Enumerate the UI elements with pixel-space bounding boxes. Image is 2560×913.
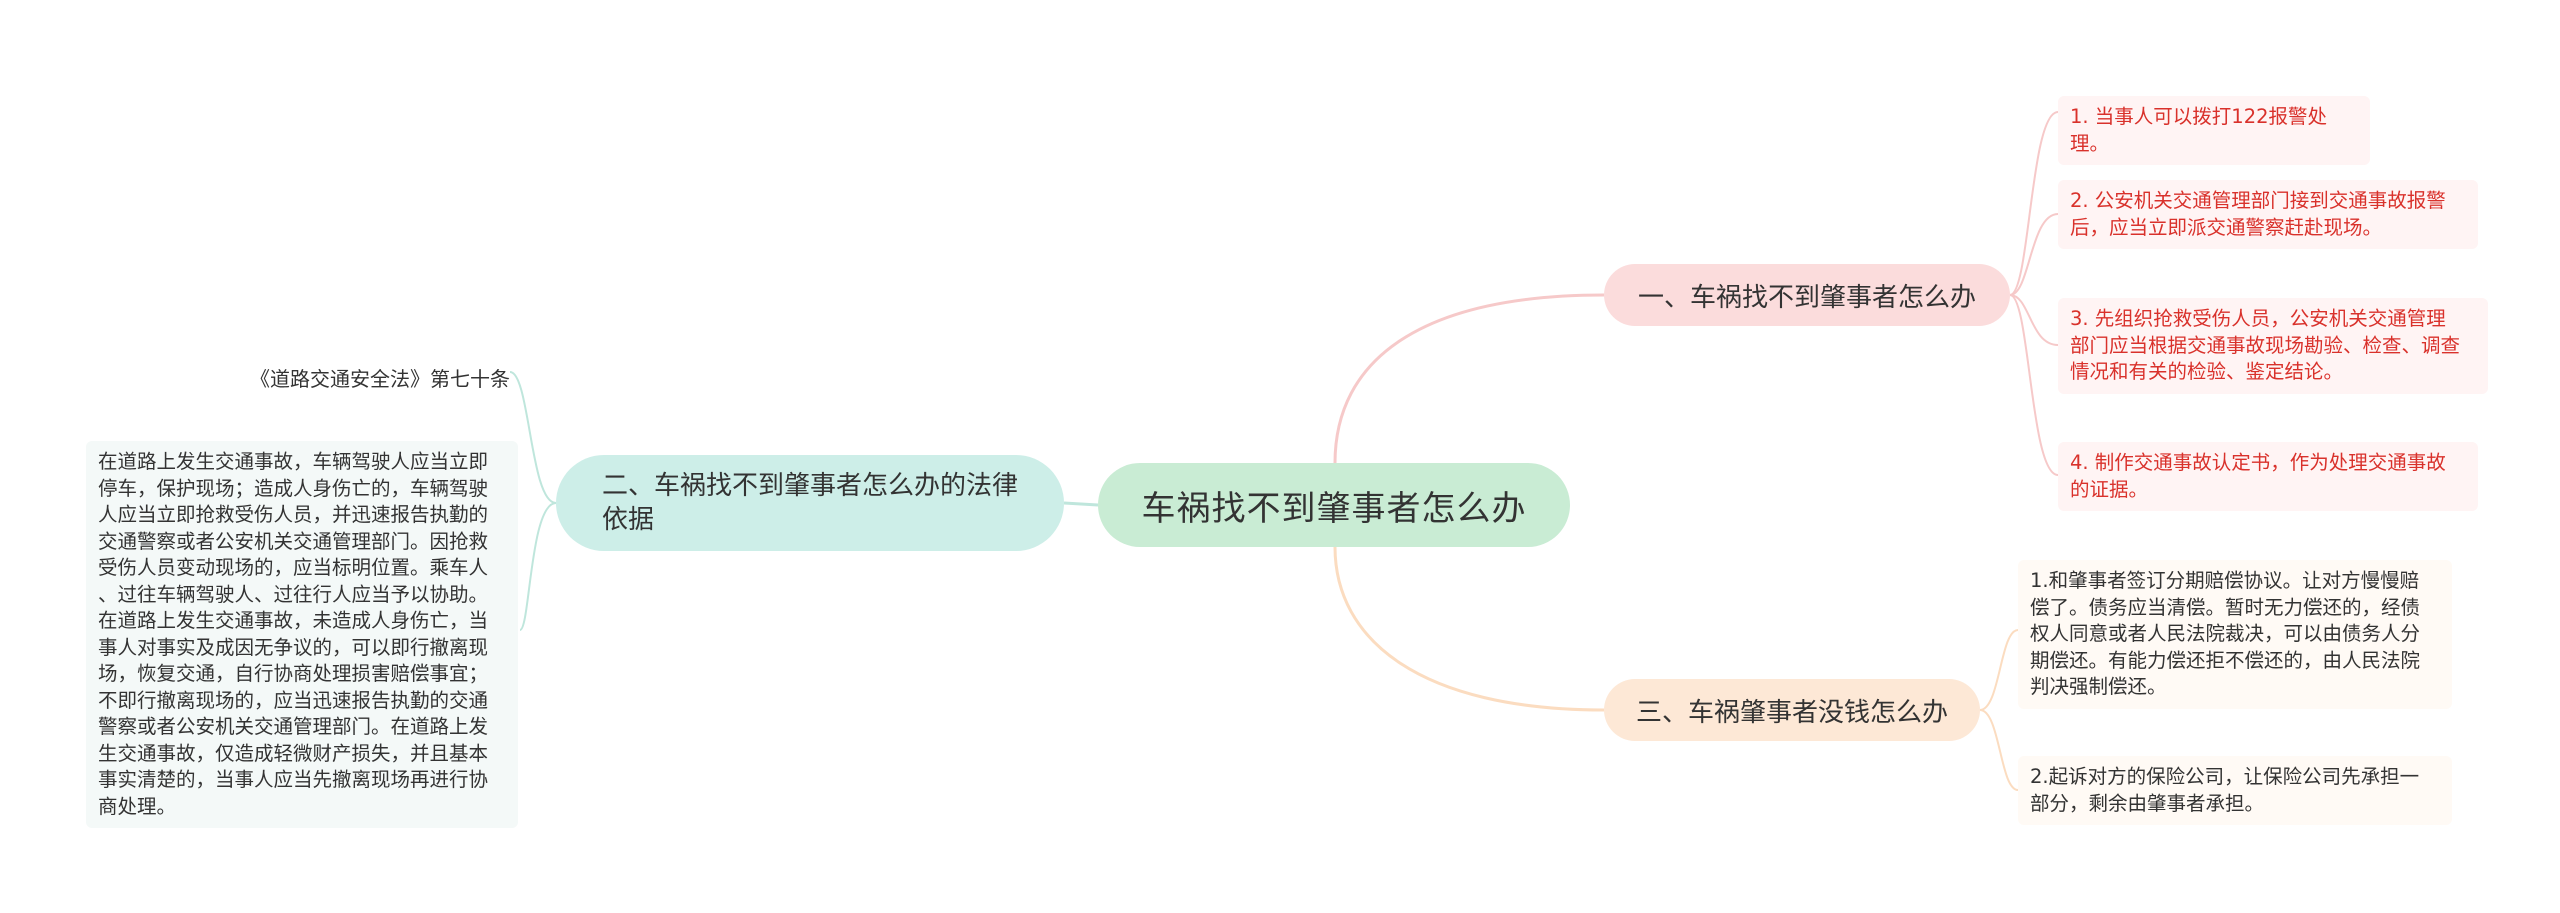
branch-1-leaf-3[interactable]: 3. 先组织抢救受伤人员，公安机关交通管理 部门应当根据交通事故现场勘验、检查、… [2058,298,2488,394]
branch-2-leaf-1[interactable]: 《道路交通安全法》第七十条 [250,367,510,391]
link-b3-leaf2 [1979,709,2019,791]
root-topic-label: 车祸找不到肇事者怎么办 [1141,488,1527,529]
link-b2-leaf2 [519,502,557,631]
branch-1-leaf-2[interactable]: 2. 公安机关交通管理部门接到交通事故报警 后，应当立即派交通警察赶赴现场。 [2058,180,2478,249]
branch-3-topic[interactable]: 三、车祸肇事者没钱怎么办 [1604,679,1980,741]
link-b1-leaf3 [2009,294,2059,346]
link-root-branch3 [1333,546,1605,712]
branch-3-leaf-2[interactable]: 2.起诉对方的保险公司，让保险公司先承担一 部分，剩余由肇事者承担。 [2018,756,2452,825]
branch-1-label: 一、车祸找不到肇事者怎么办 [1637,282,1976,313]
link-b1-leaf1 [2009,111,2059,296]
branch-1-leaf-4[interactable]: 4. 制作交通事故认定书，作为处理交通事故 的证据。 [2058,442,2478,511]
link-b3-leaf1 [1979,629,2019,711]
branch-1-leaf-1[interactable]: 1. 当事人可以拨打122报警处理。 [2058,96,2370,165]
branch-1-topic[interactable]: 一、车祸找不到肇事者怎么办 [1604,264,2010,326]
branch-2-leaf-2[interactable]: 在道路上发生交通事故，车辆驾驶人应当立即 停车，保护现场；造成人身伤亡的，车辆驾… [86,441,518,828]
branch-3-leaf-1[interactable]: 1.和肇事者签订分期赔偿协议。让对方慢慢赔 偿了。债务应当清偿。暂时无力偿还的，… [2018,560,2452,709]
link-root-branch1 [1333,293,1605,464]
branch-2-label: 二、车祸找不到肇事者怎么办的法律依据 [602,471,1019,535]
branch-3-label: 三、车祸肇事者没钱怎么办 [1635,697,1948,728]
link-b1-leaf4 [2009,294,2059,476]
root-topic[interactable]: 车祸找不到肇事者怎么办 [1098,463,1570,547]
link-b1-leaf2 [2009,213,2059,296]
branch-2-topic[interactable]: 二、车祸找不到肇事者怎么办的法律依据 [556,455,1064,551]
link-root-branch2 [1063,501,1099,507]
